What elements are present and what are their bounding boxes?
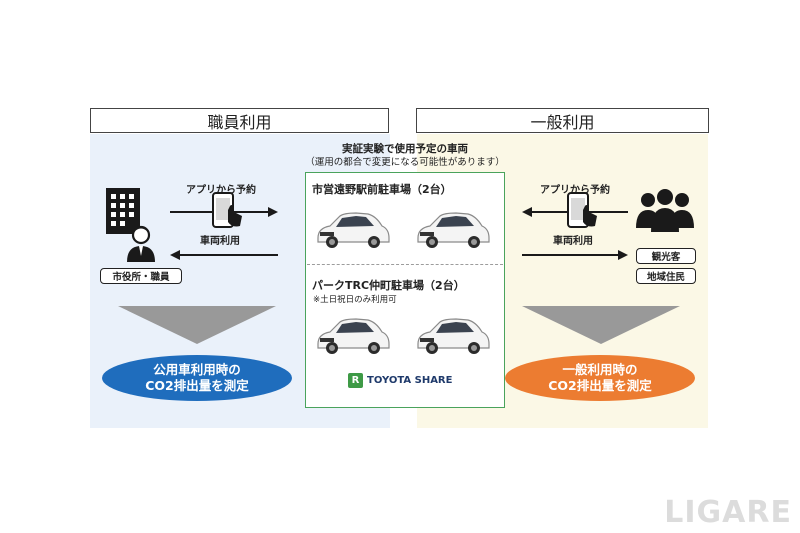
left-down-triangle-icon [118,306,276,344]
ligare-watermark: LIGARE [664,495,792,530]
tourist-tag: 観光客 [636,248,696,264]
city-staff-tag: 市役所・職員 [100,268,182,284]
local-resident-tag: 地域住民 [636,268,696,284]
vehicles-caption: 実証実験で使用予定の車両 [342,143,468,155]
city-hall-building-icon [106,188,140,234]
general-co2-measure-oval: 一般利用時の CO2排出量を測定 [505,355,695,401]
right-down-triangle-icon [522,306,680,344]
car-icon [317,318,390,354]
toyota-share-label: TOYOTA SHARE [367,375,453,386]
toyota-share-logo-icon: R [348,373,363,388]
general-co2-line2: CO2排出量を測定 [548,378,652,393]
general-co2-line1: 一般利用時の [562,362,638,377]
right-app-reserve-label: アプリから予約 [540,185,610,196]
staff-person-icon [127,225,155,262]
vehicle-box [305,172,505,408]
left-car-use-label: 車両利用 [200,236,240,247]
smartphone-app-icon [212,192,242,228]
staff-co2-line2: CO2排出量を測定 [145,378,249,393]
car-icon [417,212,490,248]
vehicles-caption-note: （運用の都合で変更になる可能性があります） [305,157,505,168]
left-app-reserve-label: アプリから予約 [186,185,256,196]
toyota-share-brand: R TOYOTA SHARE [348,373,452,388]
right-car-use-arrow-icon [522,250,628,260]
car-icon [417,318,490,354]
general-use-header: 一般利用 [416,108,709,133]
lot-name-2: パークTRC仲町駐車場（2台） [312,279,465,292]
smartphone-app-icon [567,192,597,228]
staff-co2-line1: 公用車利用時の [153,362,241,377]
car-icon [317,212,390,248]
lot-note-2: ※土日祝日のみ利用可 [313,295,397,305]
left-car-use-arrow-icon [170,250,278,260]
staff-use-header: 職員利用 [90,108,389,133]
lot-divider [307,264,503,265]
lot-name-1: 市営遠野駅前駐車場（2台） [312,183,452,196]
right-car-use-label: 車両利用 [553,236,593,247]
staff-co2-measure-oval: 公用車利用時の CO2排出量を測定 [102,355,292,401]
people-group-icon [636,189,694,232]
